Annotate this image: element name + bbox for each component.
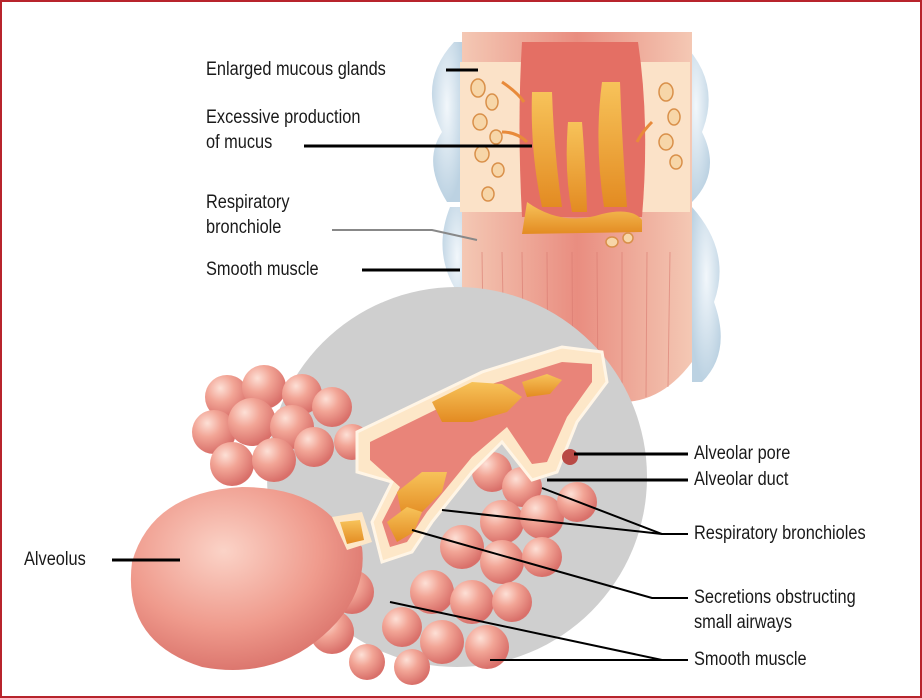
label-text: Alveolar duct: [694, 467, 788, 492]
label-text: Excessive production: [206, 105, 360, 130]
label-excessive-production: Excessive production of mucus: [206, 105, 360, 155]
label-respiratory-bronchioles: Respiratory bronchioles: [694, 521, 866, 546]
cartilage-ring-left-top: [432, 42, 462, 202]
label-text: Smooth muscle: [206, 257, 319, 282]
label-text: Enlarged mucous glands: [206, 57, 386, 82]
label-text: Respiratory bronchioles: [694, 521, 866, 546]
label-text: of mucus: [206, 130, 360, 155]
label-smooth-muscle-top: Smooth muscle: [206, 257, 319, 282]
label-text: Alveolar pore: [694, 441, 790, 466]
label-alveolar-pore: Alveolar pore: [694, 441, 790, 466]
label-alveolar-duct: Alveolar duct: [694, 467, 788, 492]
label-smooth-muscle-bottom: Smooth muscle: [694, 647, 807, 672]
label-alveolus: Alveolus: [24, 547, 86, 572]
label-text: Alveolus: [24, 547, 86, 572]
alveolar-pore: [562, 449, 578, 465]
cartilage-ring-right-bottom: [692, 207, 721, 382]
label-text: small airways: [694, 610, 856, 635]
label-text: bronchiole: [206, 215, 290, 240]
label-text: Smooth muscle: [694, 647, 807, 672]
label-enlarged-mucous-glands: Enlarged mucous glands: [206, 57, 386, 82]
label-text: Respiratory: [206, 190, 290, 215]
label-respiratory-bronchiole: Respiratory bronchiole: [206, 190, 290, 240]
label-text: Secretions obstructing: [694, 585, 856, 610]
label-secretions-obstructing: Secretions obstructing small airways: [694, 585, 856, 635]
